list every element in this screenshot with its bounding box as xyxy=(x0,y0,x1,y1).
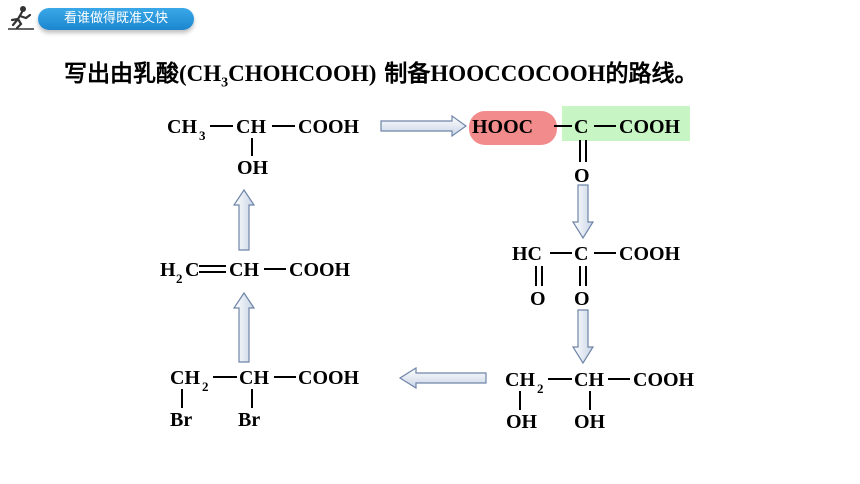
arrow-up-2 xyxy=(232,188,256,251)
compound-dibromo: CH 2 CH COOH Br Br xyxy=(170,367,360,431)
formula-a: CH xyxy=(186,61,222,86)
target-cooh: COOH xyxy=(619,116,681,138)
diol-oh2: OH xyxy=(574,411,606,433)
dibromo-br2: Br xyxy=(238,409,260,431)
dibromo-ch-2: CH xyxy=(239,367,269,389)
aldehyde-o2: O xyxy=(574,288,590,310)
question-part2: 制备 xyxy=(376,61,431,87)
diol-sub: 2 xyxy=(537,381,544,396)
diol-cooh: COOH xyxy=(633,369,695,391)
compound-aldehyde: HC C COOH O O xyxy=(512,243,681,310)
highlight-hooc xyxy=(469,111,557,145)
acrylic-c: C xyxy=(185,259,199,281)
lactic-oh: OH xyxy=(237,157,269,179)
dibromo-sub: 2 xyxy=(202,379,209,394)
lactic-sub: 3 xyxy=(199,128,206,143)
arrow-up-1 xyxy=(232,291,256,363)
arrow-down-1 xyxy=(571,184,595,240)
lactic-cooh: COOH xyxy=(298,116,360,138)
acrylic-h: H xyxy=(160,259,176,281)
quiz-badge: 看谁做得既准又快 xyxy=(38,8,194,30)
runner-icon xyxy=(8,6,34,30)
target-formula: HOOCCOCOOH xyxy=(430,61,606,86)
paren-open: ( xyxy=(179,61,187,86)
arrow-down-2 xyxy=(571,309,595,365)
question-part1: 写出由乳酸 xyxy=(64,61,179,87)
formula-a-sub: 3 xyxy=(221,75,229,91)
question-part3: 的路线。 xyxy=(605,61,698,87)
question-text: 写出由乳酸(CH3CHOHCOOH) 制备HOOCCOCOOH的路线。 xyxy=(64,54,697,92)
target-o: O xyxy=(574,165,590,187)
dibromo-br1: Br xyxy=(170,409,192,431)
aldehyde-cooh: COOH xyxy=(619,243,681,265)
target-c: C xyxy=(574,116,588,138)
compound-lactic-acid: CH 3 CH COOH OH xyxy=(167,116,360,179)
lactic-ch-2: CH xyxy=(236,116,266,138)
diol-oh1: OH xyxy=(506,411,538,433)
formula-b: CHOHCOOH xyxy=(228,61,369,86)
diol-ch-2: CH xyxy=(574,369,604,391)
lactic-ch: CH xyxy=(167,116,197,138)
aldehyde-c: C xyxy=(574,243,588,265)
compound-diol: CH 2 CH COOH OH OH xyxy=(505,369,695,433)
diol-ch: CH xyxy=(505,369,535,391)
aldehyde-hc: HC xyxy=(512,243,542,265)
compound-target: HOOC C COOH O xyxy=(472,116,681,187)
arrow-left-bottom xyxy=(398,366,487,390)
compound-acrylic: H 2 C CH COOH xyxy=(160,259,351,286)
acrylic-cooh: COOH xyxy=(289,259,351,281)
highlight-cooh xyxy=(562,106,690,141)
target-hooc: HOOC xyxy=(472,116,533,138)
paren-close: ) xyxy=(368,61,377,86)
dibromo-ch: CH xyxy=(170,367,200,389)
dibromo-cooh: COOH xyxy=(298,367,360,389)
aldehyde-o1: O xyxy=(530,288,546,310)
arrow-right-top xyxy=(380,114,468,138)
acrylic-ch: CH xyxy=(229,259,259,281)
acrylic-sub: 2 xyxy=(176,271,183,286)
